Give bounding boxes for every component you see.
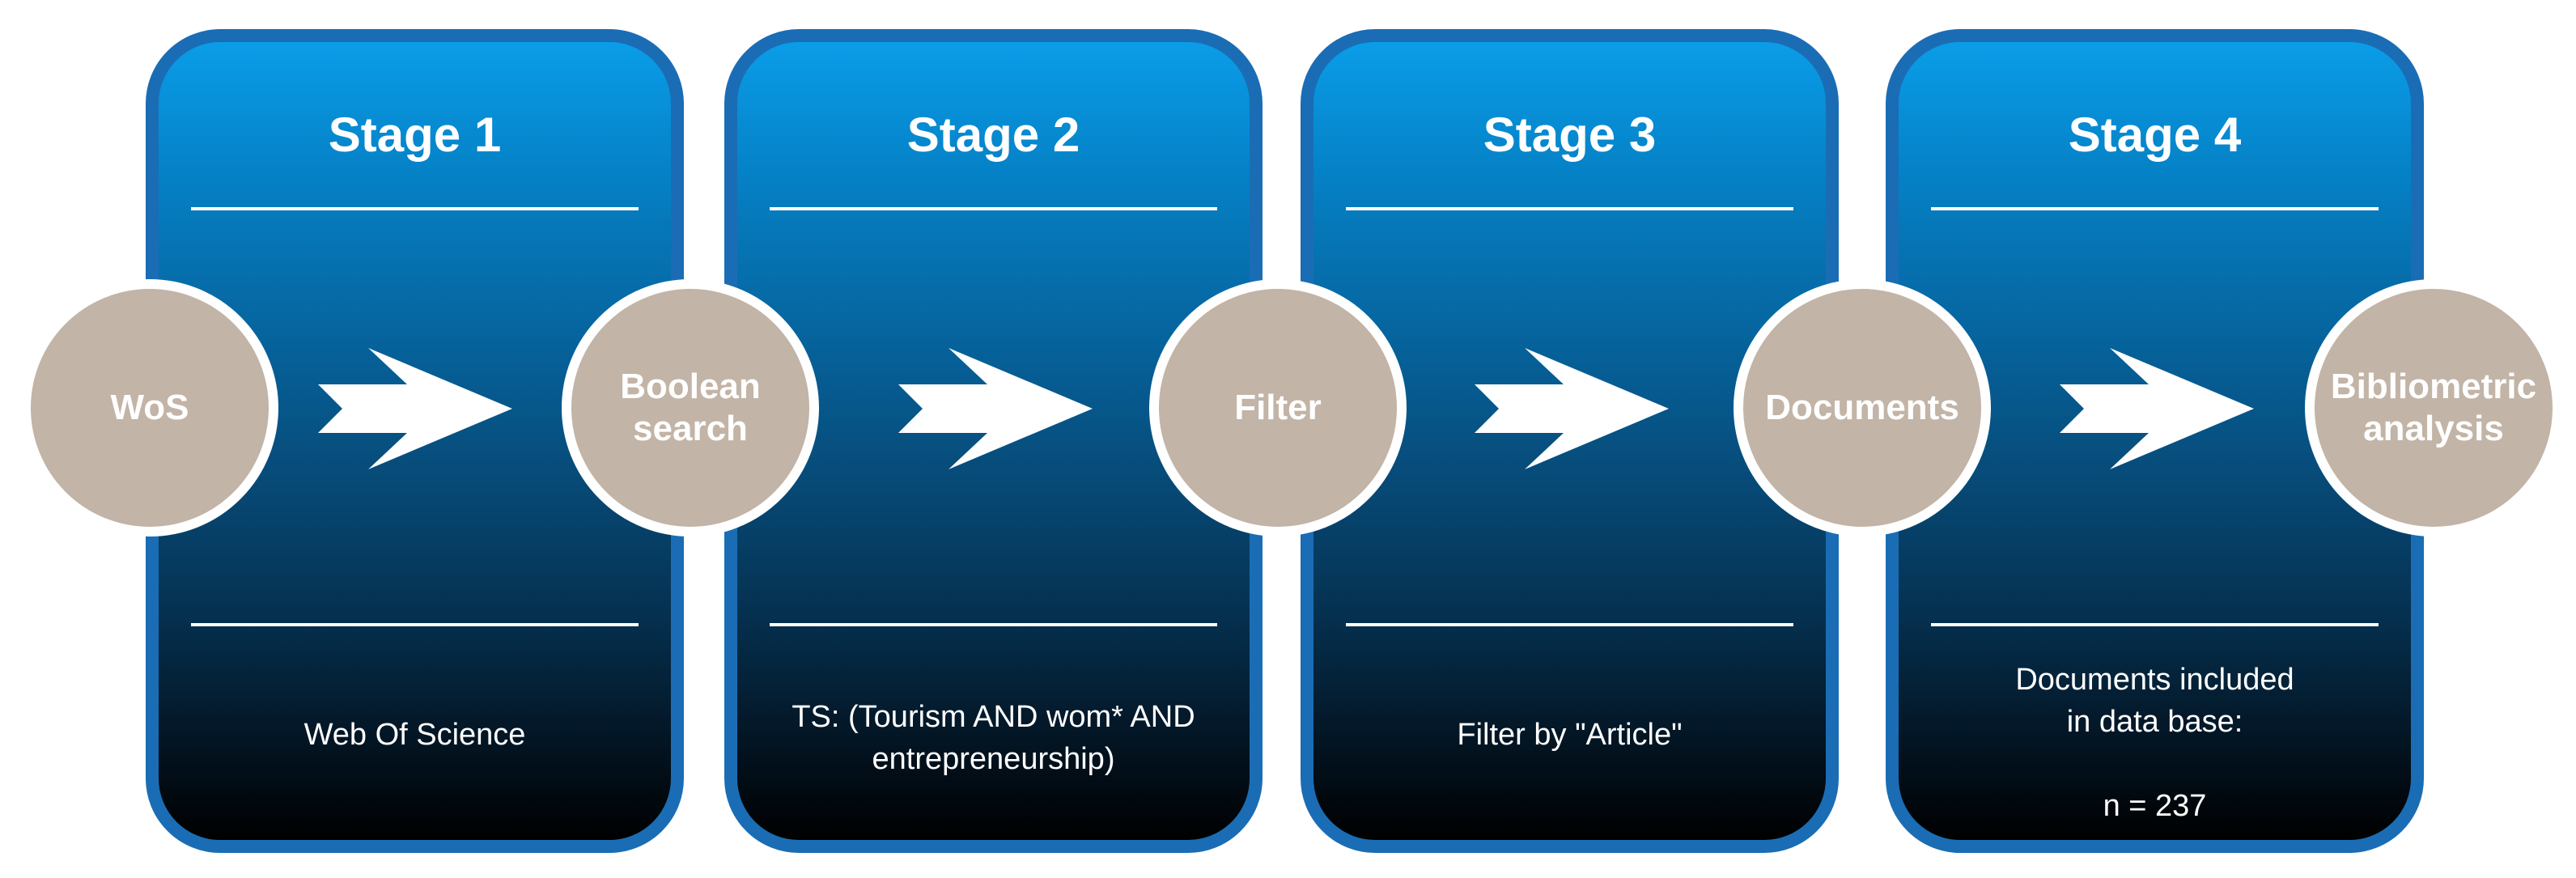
stage-description-line	[1923, 743, 2387, 785]
node-wos: WoS	[21, 279, 278, 537]
node-label-line: Bibliometric	[2330, 367, 2537, 406]
divider-top	[1346, 207, 1793, 210]
right-arrow-icon	[2060, 348, 2254, 469]
node-label-line: analysis	[2363, 409, 2504, 448]
stage-description: Web Of Science	[183, 714, 647, 756]
stage-title: Stage 4	[2068, 108, 2242, 162]
stage-description: Filter by "Article"	[1338, 714, 1802, 756]
stage-description-line: n = 237	[2103, 789, 2207, 823]
divider-top	[770, 207, 1217, 210]
stage-title: Stage 3	[1483, 108, 1657, 162]
divider-bottom	[1346, 623, 1793, 626]
node-label-line: Filter	[1234, 388, 1322, 427]
node-documents: Documents	[1734, 279, 1991, 537]
node-label-line: Documents	[1765, 388, 1959, 427]
stage-description-line: Web Of Science	[303, 718, 526, 752]
stage-description: Documents included in data base: n = 237	[1923, 659, 2387, 827]
right-arrow-icon	[318, 348, 512, 469]
stage-description-line: Filter by "Article"	[1457, 718, 1683, 752]
divider-top	[191, 207, 639, 210]
node-label-line: Boolean	[620, 367, 761, 406]
node-label-line: search	[633, 409, 748, 448]
stage-description-line: in data base:	[2066, 705, 2243, 739]
divider-top	[1931, 207, 2379, 210]
stage-description-line: entrepreneurship)	[872, 742, 1115, 776]
divider-bottom	[191, 623, 639, 626]
stage-description: TS: (Tourism AND wom* AND entrepreneursh…	[762, 696, 1225, 780]
stage-description-line: TS: (Tourism AND wom* AND	[791, 700, 1195, 734]
stage-title: Stage 2	[906, 108, 1080, 162]
stage-title: Stage 1	[328, 108, 502, 162]
right-arrow-icon	[1475, 348, 1669, 469]
divider-bottom	[770, 623, 1217, 626]
stage-description-line: Documents included	[2015, 663, 2294, 697]
node-bibliometric-analysis: Bibliometric analysis	[2305, 279, 2562, 537]
node-filter: Filter	[1149, 279, 1407, 537]
divider-bottom	[1931, 623, 2379, 626]
node-label-line: WoS	[110, 388, 189, 427]
node-boolean-search: Boolean search	[562, 279, 819, 537]
right-arrow-icon	[898, 348, 1093, 469]
